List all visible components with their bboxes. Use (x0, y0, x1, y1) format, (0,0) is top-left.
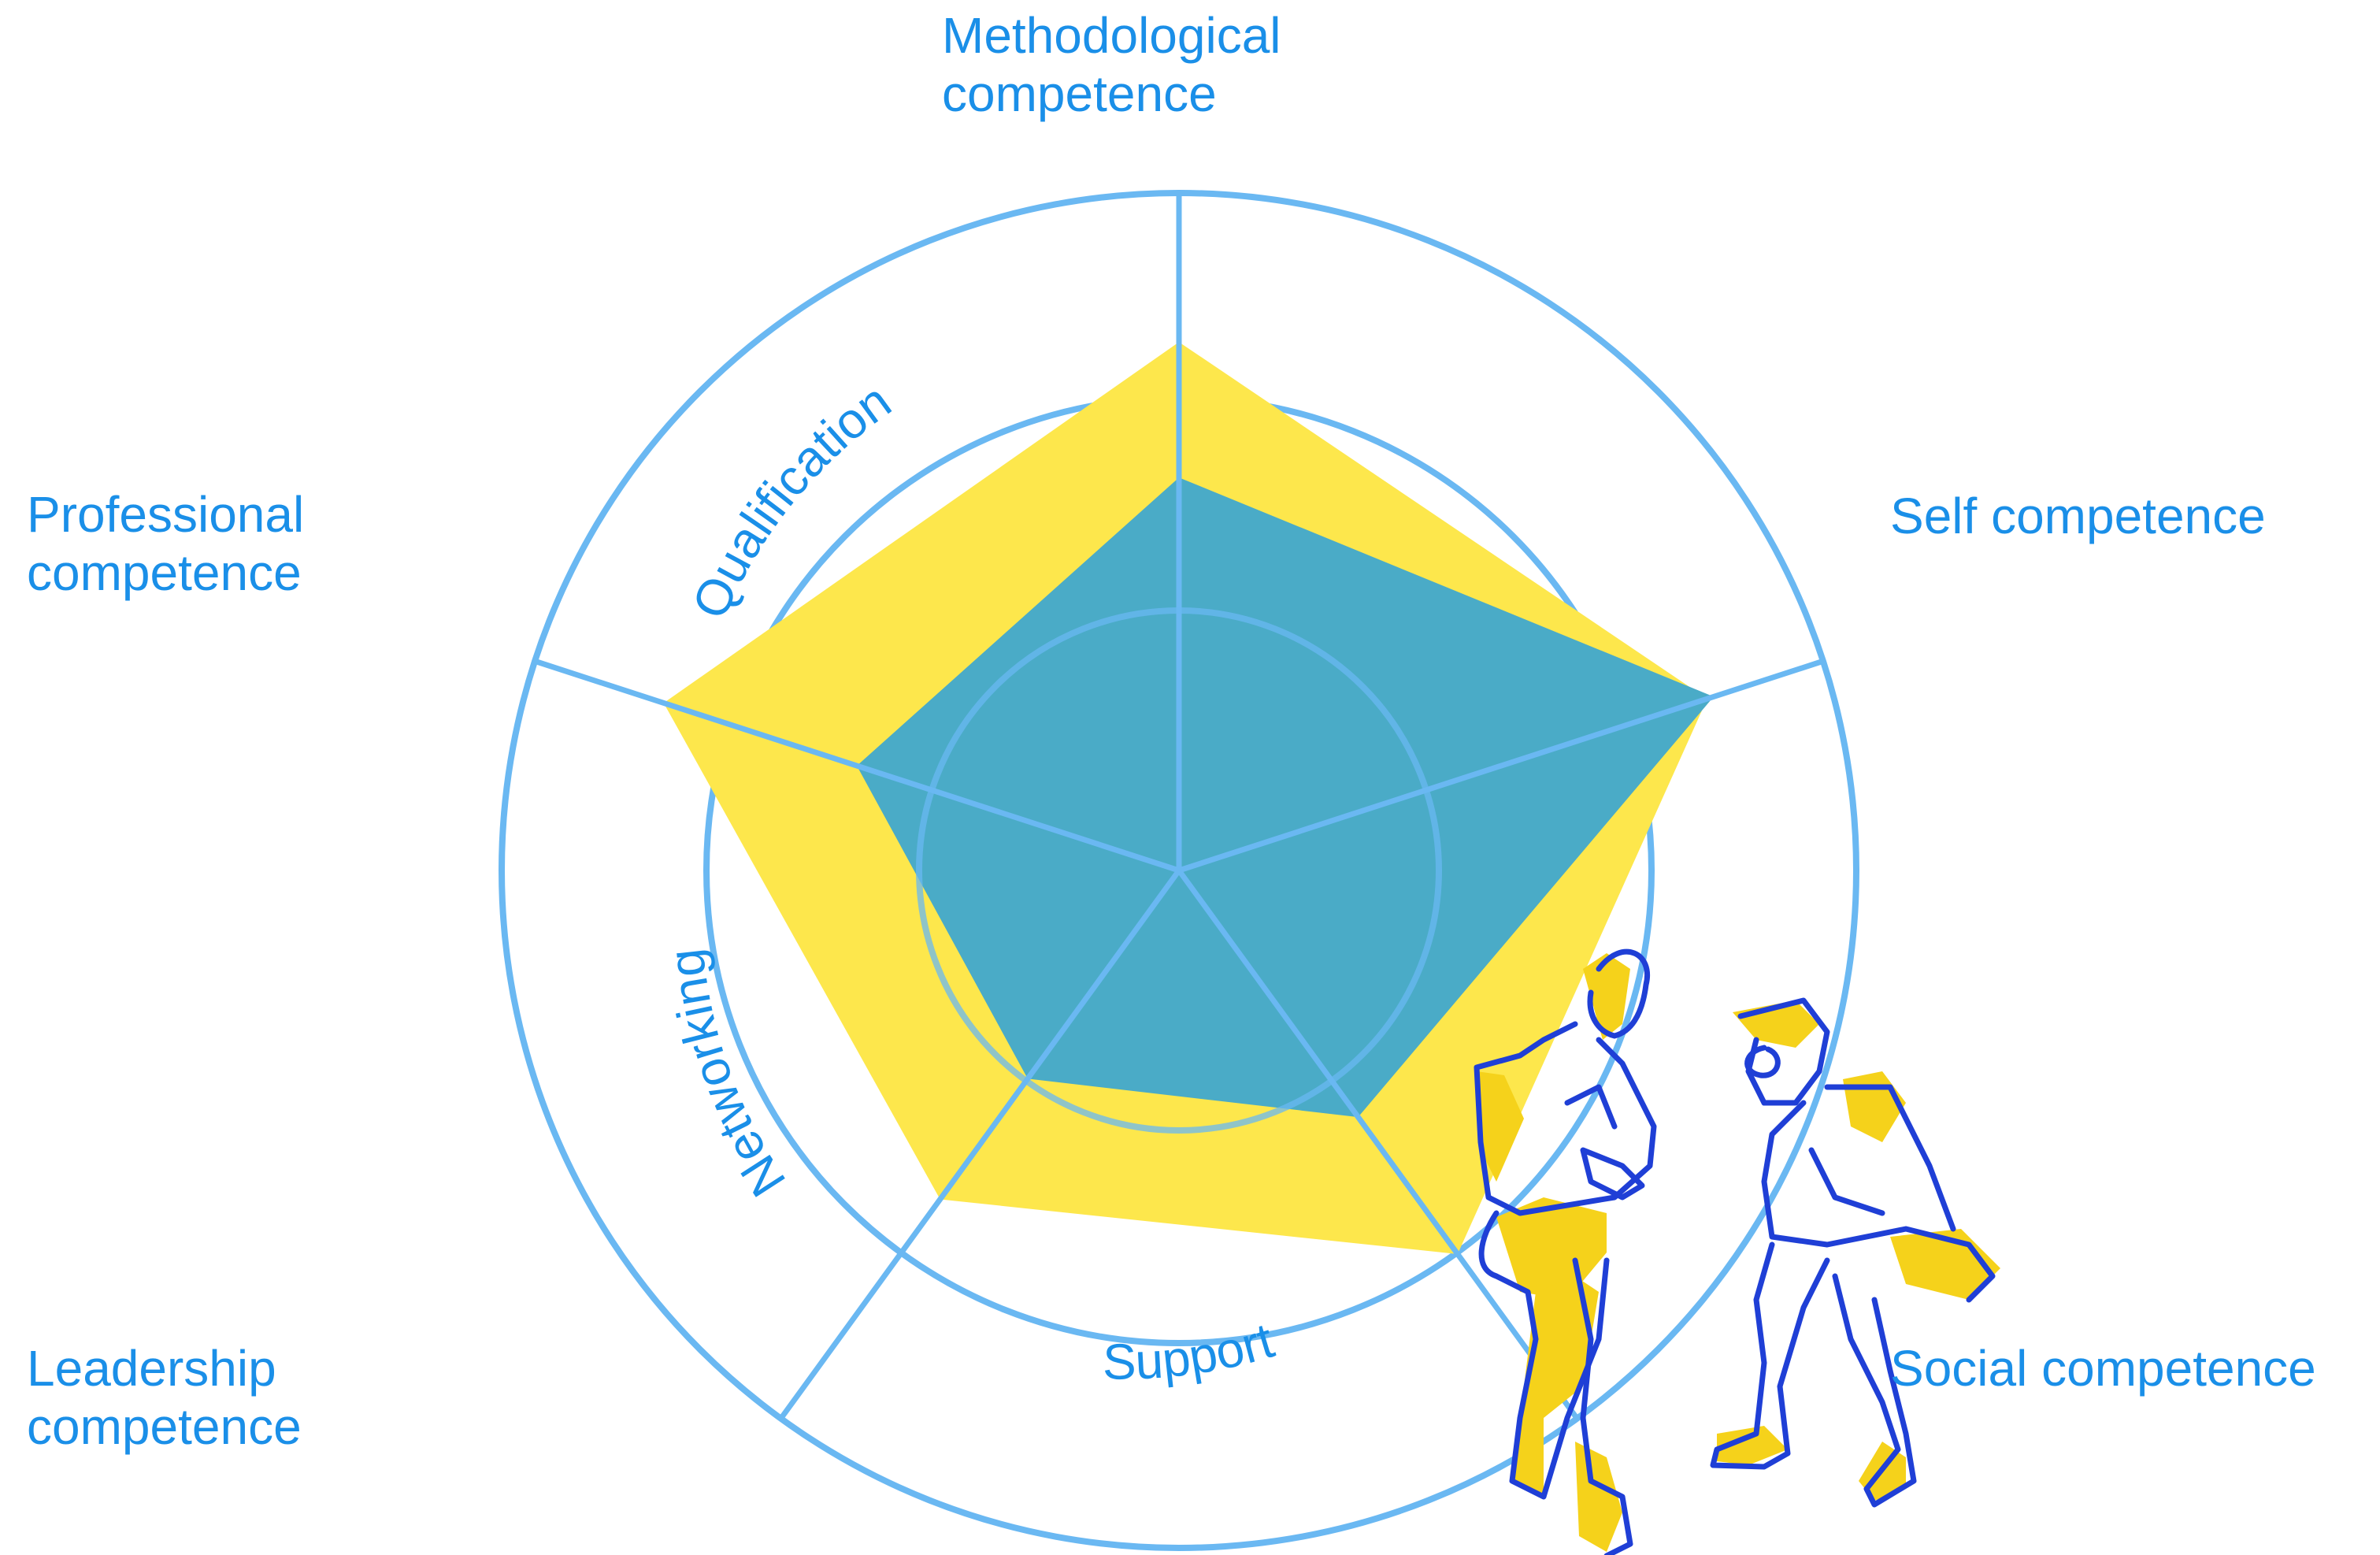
axis-label-methodological: Methodological competence (942, 6, 1281, 123)
axis-label-professional: Professional competence (27, 485, 304, 602)
spoke-4 (778, 868, 1181, 1420)
axis-label-leadership: Leadership competence (27, 1339, 302, 1456)
inner-ring (916, 607, 1442, 1134)
person-right (1710, 997, 2000, 1508)
axis-label-line1: Self competence (1890, 488, 2266, 544)
radar-spokes (534, 193, 1824, 1420)
axis-label-self: Self competence (1890, 487, 2266, 545)
axis-label-line1: Professional (27, 486, 305, 543)
axis-label-line1: Methodological (942, 7, 1281, 64)
ring-label-networking: Networking (658, 946, 797, 1207)
person-left (1474, 948, 1657, 1555)
axis-label-line2: competence (27, 1398, 302, 1455)
axis-label-line1: Social competence (1890, 1340, 2316, 1397)
ring-label-support: Support (1103, 1312, 1281, 1390)
spoke-3 (1177, 868, 1580, 1420)
seated-people-illustration (1474, 948, 2000, 1555)
spoke-5 (534, 658, 1181, 874)
axis-label-line2: competence (942, 65, 1217, 122)
axis-label-social: Social competence (1890, 1339, 2316, 1397)
spoke-2 (1177, 658, 1824, 874)
axis-label-line1: Leadership (27, 1340, 276, 1397)
axis-label-line2: competence (27, 544, 302, 601)
